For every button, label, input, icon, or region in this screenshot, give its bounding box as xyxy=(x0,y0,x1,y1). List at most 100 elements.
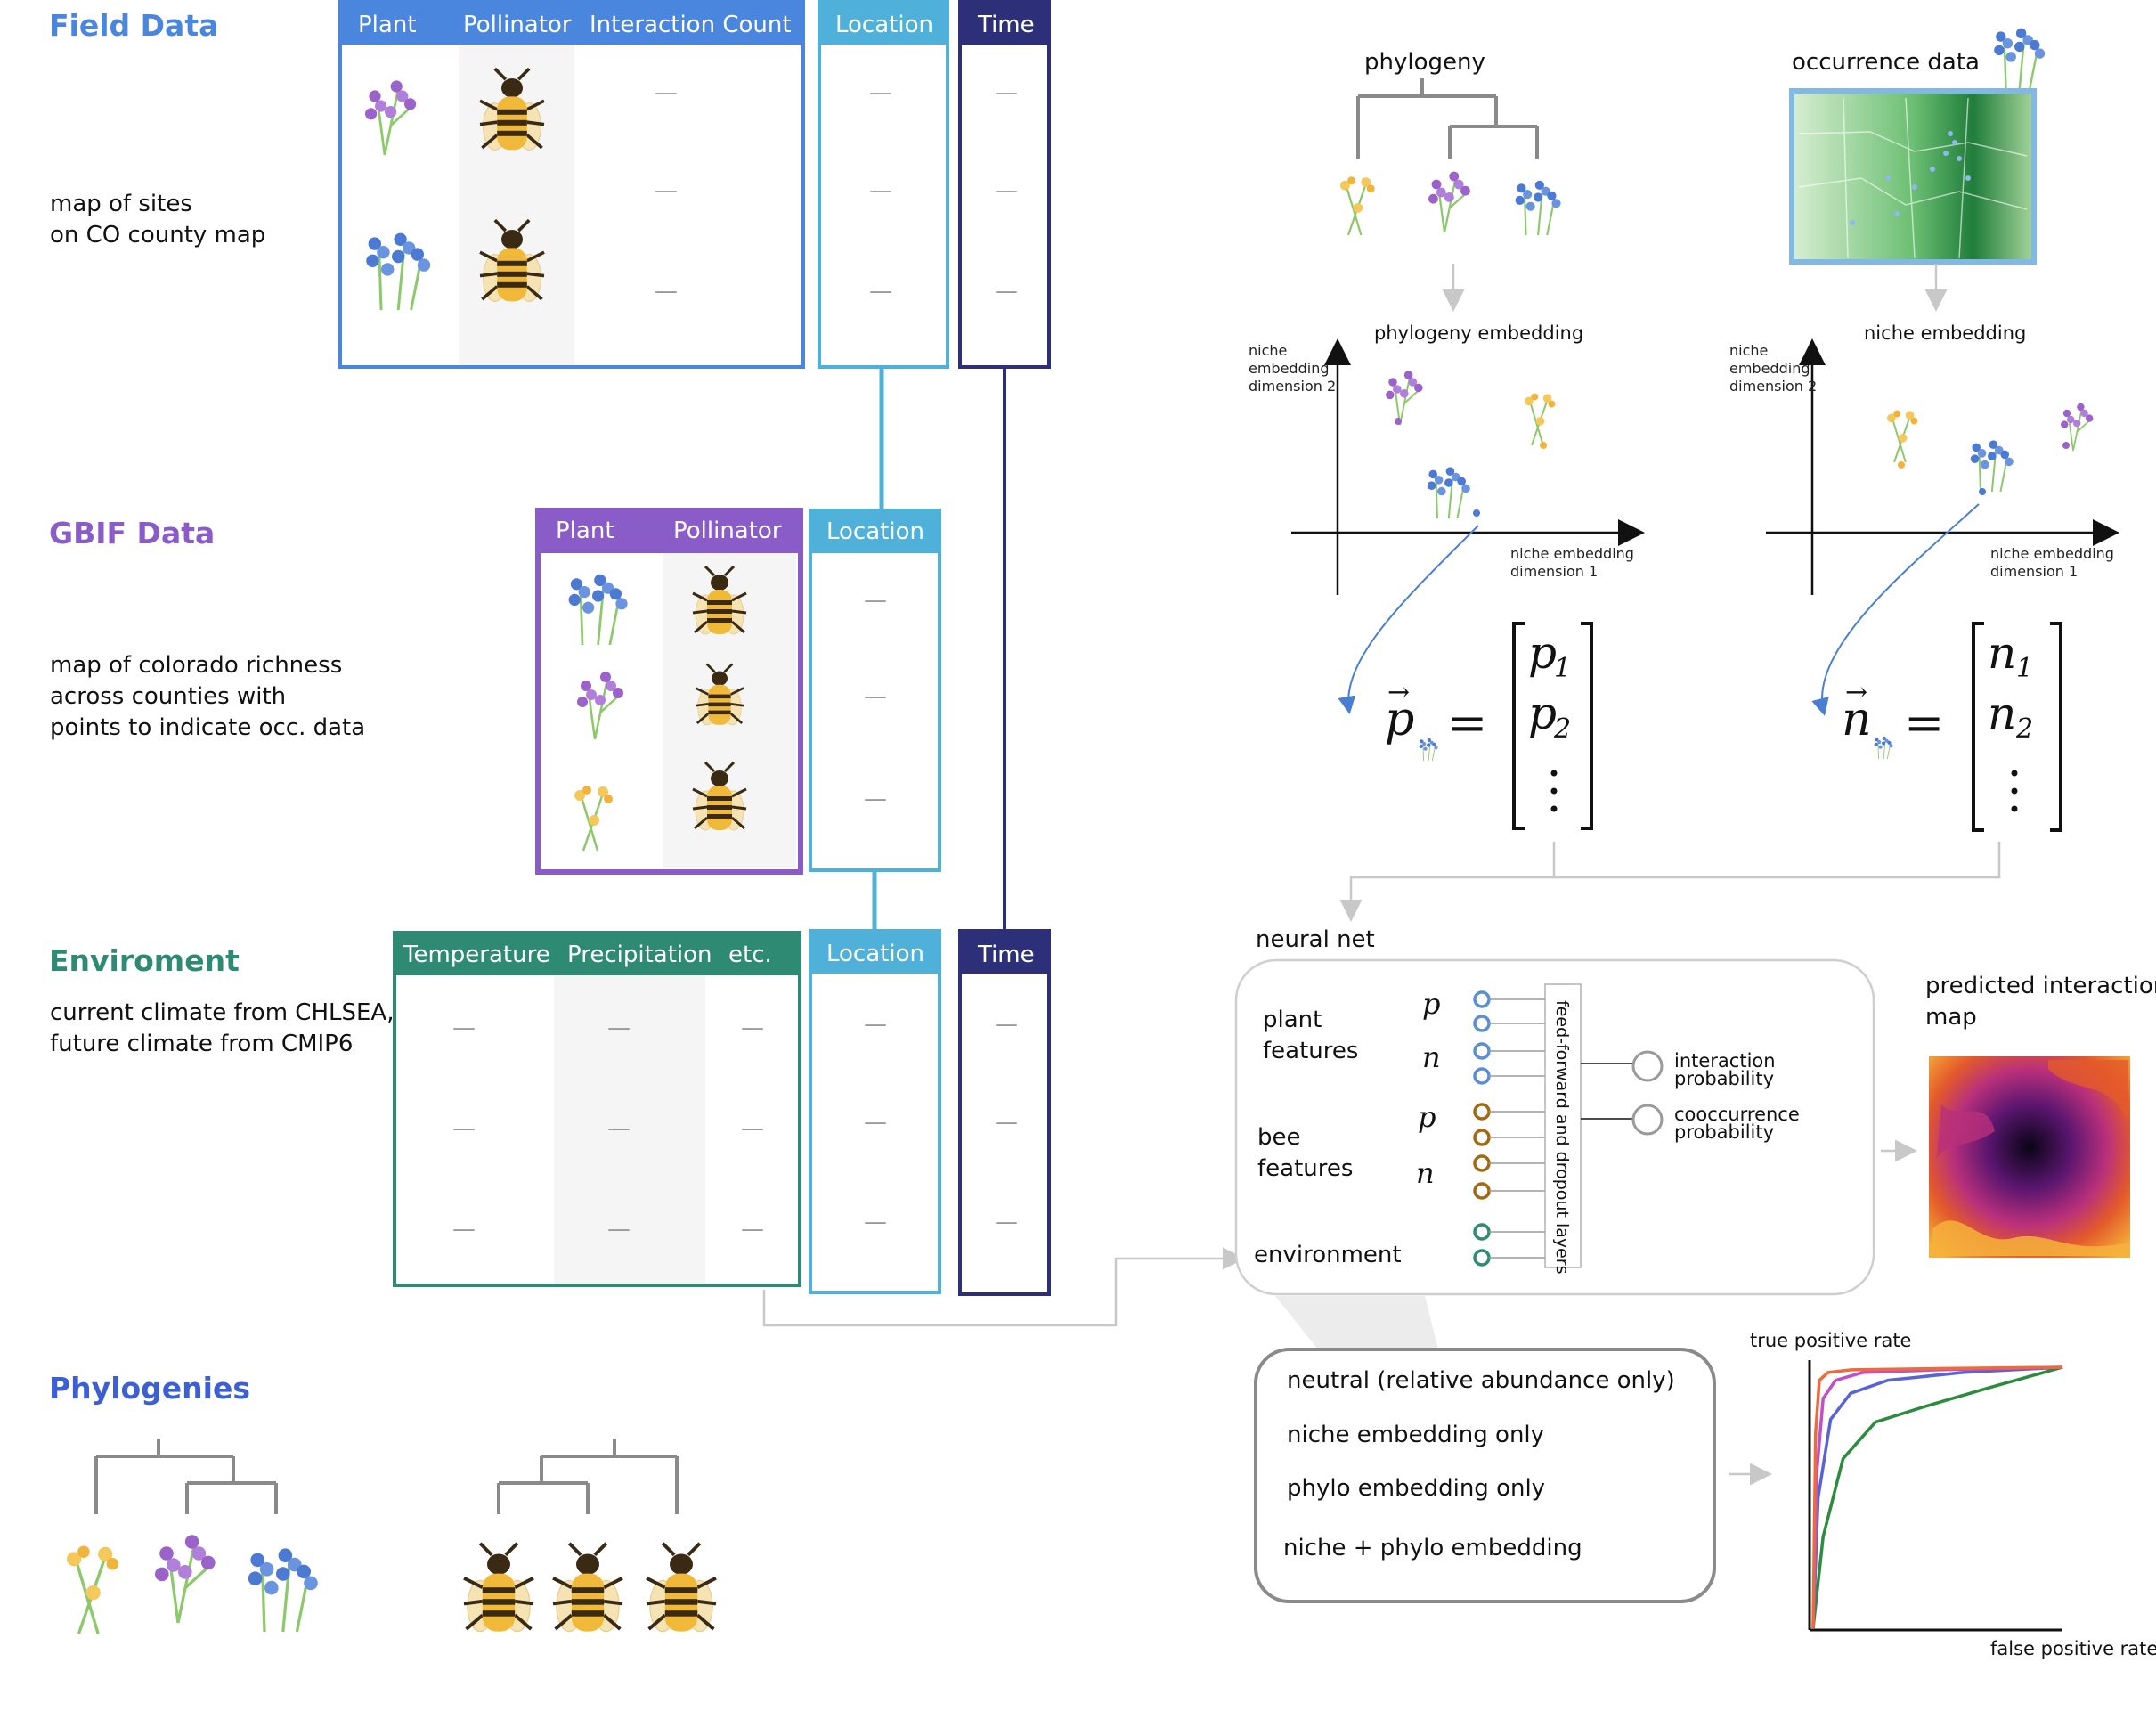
yellow-flower-icon xyxy=(65,1544,120,1635)
field-time-cell: — xyxy=(995,79,1018,106)
field-time-header: Time xyxy=(977,12,1035,38)
env-cell: — xyxy=(452,1015,476,1041)
field-location-cell: — xyxy=(869,177,892,204)
bee-icon xyxy=(645,1541,718,1634)
field-desc-line2: on CO county map xyxy=(50,222,265,249)
env-cell: — xyxy=(452,1216,476,1243)
embedding-point xyxy=(1979,488,1986,495)
models-box xyxy=(1254,1348,1716,1603)
env-location-header: Location xyxy=(826,941,924,967)
p1-entry: p xyxy=(1528,627,1557,679)
gbif-header-pollinator: Pollinator xyxy=(673,518,782,544)
blue-flower-icon xyxy=(1514,179,1562,237)
env-to-nn-arrow xyxy=(762,1247,1245,1327)
field-time-column: Time — — — xyxy=(958,0,1051,369)
env-cell: — xyxy=(741,1015,764,1041)
blue-flower-icon xyxy=(1969,439,2014,493)
axis-y-label: dimension 2 xyxy=(1249,378,1336,395)
axis-x-label: dimension 1 xyxy=(1990,563,2078,580)
yellow-flower-icon xyxy=(1338,175,1376,237)
p-vector-symbol: p xyxy=(1385,693,1414,746)
gbif-header-plant: Plant xyxy=(556,518,614,544)
predicted-map-label: map xyxy=(1925,1004,1977,1031)
roc-series-group xyxy=(1811,1365,2063,1629)
vector-ellipsis-dot xyxy=(1550,770,1558,777)
output-node xyxy=(1631,1050,1664,1082)
neural-net-label: neural net xyxy=(1256,926,1375,953)
field-location-header: Location xyxy=(835,12,933,38)
env-header-precipitation: Precipitation xyxy=(567,941,712,968)
n-vector-symbol: n xyxy=(1842,693,1872,746)
cooccurrence-probability-label: cooccurrence xyxy=(1674,1104,1800,1125)
vector-ellipsis-dot xyxy=(1550,787,1558,795)
field-desc-line1: map of sites xyxy=(50,191,192,217)
axis-x-label: dimension 1 xyxy=(1510,563,1598,580)
yellow-flower-icon xyxy=(1523,392,1557,447)
n1-entry: n xyxy=(1988,627,2016,679)
environment-label: environment xyxy=(1254,1242,1402,1268)
env-location-column: Location — — — xyxy=(809,929,941,1294)
embedding-point xyxy=(1898,461,1905,469)
env-cell: — xyxy=(741,1115,764,1142)
gbif-title: GBIF Data xyxy=(49,516,215,550)
n-input-symbol: n xyxy=(1422,1040,1441,1074)
env-location-cell: — xyxy=(864,1209,887,1235)
p2-entry: p xyxy=(1528,688,1557,739)
model-neutral: neutral (relative abundance only) xyxy=(1287,1367,1675,1394)
embedding-point xyxy=(2062,442,2070,449)
cooccurrence-probability-label: probability xyxy=(1674,1121,1774,1143)
blue-flower-icon xyxy=(1993,27,2046,91)
p-input-symbol: p xyxy=(1422,987,1440,1021)
phylo-vector: p → = p 1 p 2 xyxy=(1385,622,1593,830)
embedding-point xyxy=(1395,418,1402,425)
niche-embedding-axes xyxy=(1766,338,2119,595)
bee-features-label: features xyxy=(1257,1155,1353,1182)
purple-flower-icon xyxy=(1427,170,1471,234)
model-phylo-only: phylo embedding only xyxy=(1287,1475,1545,1502)
niche-embedding-label: niche embedding xyxy=(1864,322,2026,344)
n1-subscript: 1 xyxy=(2016,653,2033,684)
yellow-flower-icon xyxy=(1885,409,1919,464)
embedding-point xyxy=(1473,509,1480,517)
roc-series-line-2 xyxy=(1811,1365,2063,1629)
env-cell: — xyxy=(607,1216,631,1243)
roc-series-line-1 xyxy=(1811,1365,2063,1629)
p1-subscript: 1 xyxy=(1554,653,1571,684)
env-header-temperature: Temperature xyxy=(403,941,550,968)
env-time-cell: — xyxy=(995,1209,1018,1235)
blue-flower-icon xyxy=(1426,466,1471,520)
field-header-pollinator: Pollinator xyxy=(463,12,572,38)
field-header-plant: Plant xyxy=(358,12,417,38)
vector-ellipsis-dot xyxy=(2011,805,2018,812)
gbif-location-cell: — xyxy=(864,587,887,614)
vectors-to-nn-connector xyxy=(1554,842,2001,879)
env-table: Temperature Precipitation etc. — — — — —… xyxy=(393,931,801,1287)
env-cell: — xyxy=(607,1015,631,1041)
axis-y-label: dimension 2 xyxy=(1729,378,1817,395)
niche-vector: n → = n 1 n 2 xyxy=(1842,622,2062,832)
nn-input-nodes xyxy=(1473,990,1491,1267)
interaction-probability-label: interaction xyxy=(1674,1050,1776,1072)
axis-y-label: niche xyxy=(1729,342,1768,359)
field-table: Plant Pollinator Interaction Count — — — xyxy=(338,0,805,369)
occurrence-data-label: occurrence data xyxy=(1792,49,1980,76)
embedding-to-vector-arrow xyxy=(1338,525,1479,714)
gbif-location-header: Location xyxy=(826,518,924,545)
env-title: Enviroment xyxy=(49,943,240,978)
interaction-probability-label: probability xyxy=(1674,1068,1774,1089)
gbif-location-column: Location — — — xyxy=(809,509,941,872)
env-cell: — xyxy=(741,1216,764,1243)
field-location-cell: — xyxy=(869,79,892,106)
env-desc-line1: current climate from CHLSEA, xyxy=(50,999,394,1026)
vector-ellipsis-dot xyxy=(2011,770,2018,777)
env-header-etc: etc. xyxy=(728,941,772,968)
hidden-layers-label: feed-forward and dropout layers xyxy=(1552,1000,1572,1275)
field-interaction-cell: — xyxy=(655,177,678,204)
bee-features-label: bee xyxy=(1257,1124,1301,1151)
embedding-point xyxy=(1540,442,1547,449)
plant-phylogeny-tree xyxy=(94,1439,278,1514)
embedding-to-vector-arrow xyxy=(1811,503,1980,716)
blue-flower-icon xyxy=(247,1546,320,1634)
gbif-desc-line3: points to indicate occ. data xyxy=(50,714,365,741)
p2-subscript: 2 xyxy=(1553,713,1571,745)
